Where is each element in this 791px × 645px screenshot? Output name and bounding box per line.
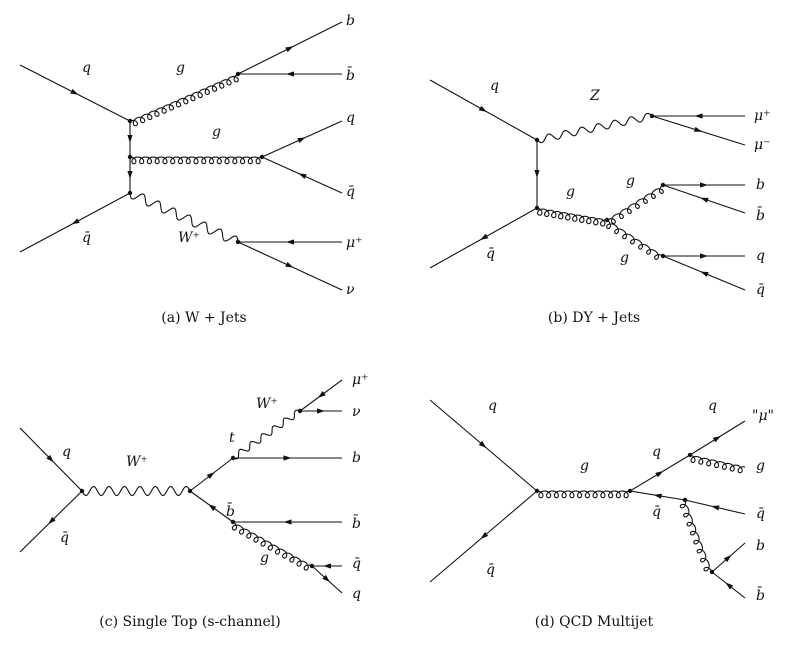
particle-label: "μ" bbox=[752, 408, 774, 424]
particle-label: b bbox=[756, 538, 765, 554]
diagram-single-top: q q̄ W⁺ t b̄ W⁺ g μ⁺ ν b b̄ q̄ q (c) Sin… bbox=[19, 372, 369, 630]
particle-label: q bbox=[346, 110, 355, 126]
particle-label: q̄ bbox=[82, 230, 91, 246]
particle-label: g bbox=[756, 458, 765, 474]
diagram-dy-jets-lines bbox=[429, 79, 746, 291]
caption: (d) QCD Multijet bbox=[535, 614, 654, 630]
vertex bbox=[534, 488, 540, 494]
particle-label: b̄ bbox=[346, 66, 355, 84]
vertex bbox=[309, 563, 315, 569]
particle-label: q̄ bbox=[346, 184, 355, 200]
vertex bbox=[127, 190, 133, 196]
particle-label: ν bbox=[352, 404, 361, 420]
particle-label: g bbox=[620, 250, 629, 266]
particle-label: g bbox=[260, 550, 269, 566]
vertex bbox=[79, 488, 85, 494]
diagram-dy-jets: q q̄ Z g g g μ⁺ μ⁻ b b̄ q q̄ (b) DY + Je… bbox=[429, 78, 771, 326]
vertex bbox=[682, 497, 688, 503]
particle-label: b̄ bbox=[352, 514, 361, 532]
particle-label: b bbox=[756, 177, 765, 193]
particle-label: q̄ bbox=[486, 562, 495, 578]
particle-label: q bbox=[652, 444, 661, 460]
particle-label: g bbox=[566, 184, 575, 200]
particle-label: q bbox=[488, 398, 497, 414]
particle-label: q bbox=[490, 78, 499, 94]
particle-label: q̄ bbox=[756, 506, 765, 522]
particle-label: b̄ bbox=[226, 502, 235, 520]
diagram-w-jets-arrows bbox=[70, 46, 307, 268]
caption: (c) Single Top (s-channel) bbox=[99, 614, 280, 630]
particle-label: q bbox=[82, 60, 91, 76]
vertex bbox=[230, 519, 236, 525]
vertex bbox=[687, 452, 693, 458]
vertex bbox=[187, 488, 193, 494]
vertex bbox=[297, 408, 303, 414]
caption: (b) DY + Jets bbox=[548, 310, 640, 326]
particle-label: q̄ bbox=[352, 556, 361, 572]
particle-label: b bbox=[346, 13, 355, 29]
vertex bbox=[127, 118, 133, 124]
particle-label: μ⁺ bbox=[346, 235, 363, 251]
particle-label: t bbox=[229, 430, 235, 446]
particle-label: g bbox=[212, 124, 221, 140]
particle-label: q̄ bbox=[756, 282, 765, 298]
vertex bbox=[604, 217, 610, 223]
particle-label: μ⁺ bbox=[754, 108, 771, 124]
particle-label: b̄ bbox=[756, 586, 765, 604]
diagram-qcd-multijet: q q̄ g q q̄ q "μ" g q̄ b b̄ (d) QCD Mult… bbox=[429, 398, 774, 630]
vertex bbox=[660, 253, 666, 259]
vertex bbox=[534, 205, 540, 211]
vertex bbox=[259, 154, 265, 160]
diagram-single-top-lines bbox=[19, 379, 343, 594]
particle-label: W⁺ bbox=[126, 454, 148, 470]
diagram-w-jets: q q̄ g g W⁺ b b̄ q q̄ μ⁺ ν (a) W + Jets bbox=[19, 13, 363, 326]
particle-label: b bbox=[352, 450, 361, 466]
particle-label: g bbox=[580, 458, 589, 474]
vertex bbox=[660, 182, 666, 188]
particle-label: μ⁻ bbox=[754, 137, 771, 153]
diagram-qcd-multijet-lines bbox=[429, 399, 746, 599]
vertex bbox=[534, 137, 540, 143]
particle-label: Z bbox=[589, 88, 600, 104]
vertex bbox=[230, 455, 236, 461]
particle-label: q bbox=[62, 444, 71, 460]
particle-label: q̄ bbox=[652, 504, 661, 520]
particle-label: W⁺ bbox=[178, 230, 200, 246]
caption: (a) W + Jets bbox=[161, 310, 246, 326]
particle-label: g bbox=[176, 60, 185, 76]
particle-label: ν bbox=[346, 282, 355, 298]
particle-label: q̄ bbox=[486, 246, 495, 262]
vertex bbox=[127, 154, 133, 160]
particle-label: g bbox=[626, 173, 635, 189]
particle-label: q bbox=[708, 398, 717, 414]
particle-label: q̄ bbox=[60, 530, 69, 546]
particle-label: q bbox=[756, 248, 765, 264]
diagram-dy-jets-arrows bbox=[478, 105, 709, 277]
vertex bbox=[235, 239, 241, 245]
vertex bbox=[235, 71, 241, 77]
diagram-single-top-arrows bbox=[46, 391, 331, 583]
diagram-qcd-multijet-arrows bbox=[478, 435, 734, 590]
vertex bbox=[709, 569, 715, 575]
particle-label: μ⁺ bbox=[352, 372, 369, 388]
vertex bbox=[627, 488, 633, 494]
particle-label: b̄ bbox=[756, 206, 765, 224]
particle-label: W⁺ bbox=[256, 396, 278, 412]
vertex bbox=[649, 113, 655, 119]
particle-label: q bbox=[352, 586, 361, 602]
